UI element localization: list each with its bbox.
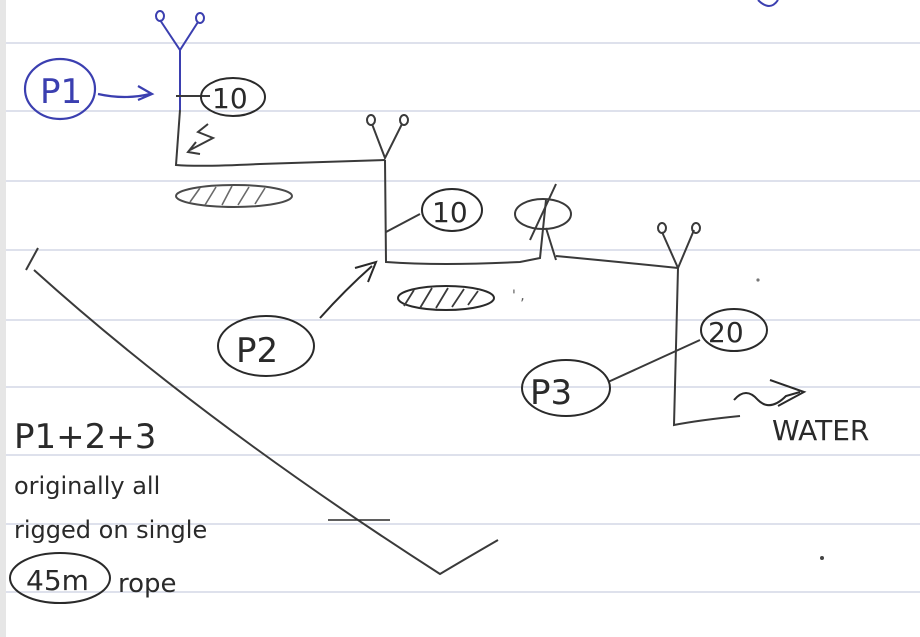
anchor-1 bbox=[155, 10, 205, 110]
page-edge bbox=[0, 0, 6, 637]
ledge-2: ' , bbox=[397, 285, 525, 311]
rope-length: 45m bbox=[26, 564, 89, 597]
anchor-2 bbox=[366, 114, 409, 161]
distance-3: 20 bbox=[700, 308, 768, 352]
p2-label: P2 bbox=[236, 331, 278, 371]
note-line-3: rigged on single bbox=[14, 516, 207, 544]
anchor-3 bbox=[555, 222, 741, 427]
long-rope-line bbox=[25, 247, 499, 576]
stray-dot bbox=[820, 556, 824, 560]
p1-arrow-shaft bbox=[97, 92, 151, 99]
rope-note: P1+2+3 originally all rigged on single 4… bbox=[9, 417, 390, 604]
p2-group: P2 bbox=[217, 260, 378, 377]
water-marker: WATER bbox=[733, 379, 869, 447]
rebelay-deviation bbox=[514, 183, 572, 261]
rope-p1 bbox=[174, 95, 386, 167]
rope-word: rope bbox=[118, 569, 177, 599]
distance-1: 10 bbox=[200, 77, 266, 117]
water-label: WATER bbox=[772, 414, 869, 447]
note-line-1: P1+2+3 bbox=[14, 417, 156, 457]
svg-text:' ,: ' , bbox=[512, 288, 525, 304]
ledge-1 bbox=[175, 184, 293, 208]
p1-distance: 10 bbox=[212, 82, 248, 115]
rope-p2 bbox=[384, 159, 547, 265]
p1-circle bbox=[23, 57, 97, 121]
p1-label: P1 bbox=[40, 72, 82, 112]
stray-dot bbox=[756, 278, 760, 282]
p2-distance: 10 bbox=[432, 196, 468, 229]
distance-2: 10 bbox=[421, 188, 483, 232]
p1-arrow-head bbox=[137, 85, 155, 102]
note-line-2: originally all bbox=[14, 472, 160, 500]
p3-group: P3 bbox=[521, 359, 611, 417]
page-top-mark bbox=[757, 0, 779, 7]
ruled-lines bbox=[0, 42, 920, 593]
p1-group: P1 bbox=[23, 57, 155, 121]
p3-label: P3 bbox=[530, 373, 572, 413]
p3-distance: 20 bbox=[708, 316, 744, 349]
